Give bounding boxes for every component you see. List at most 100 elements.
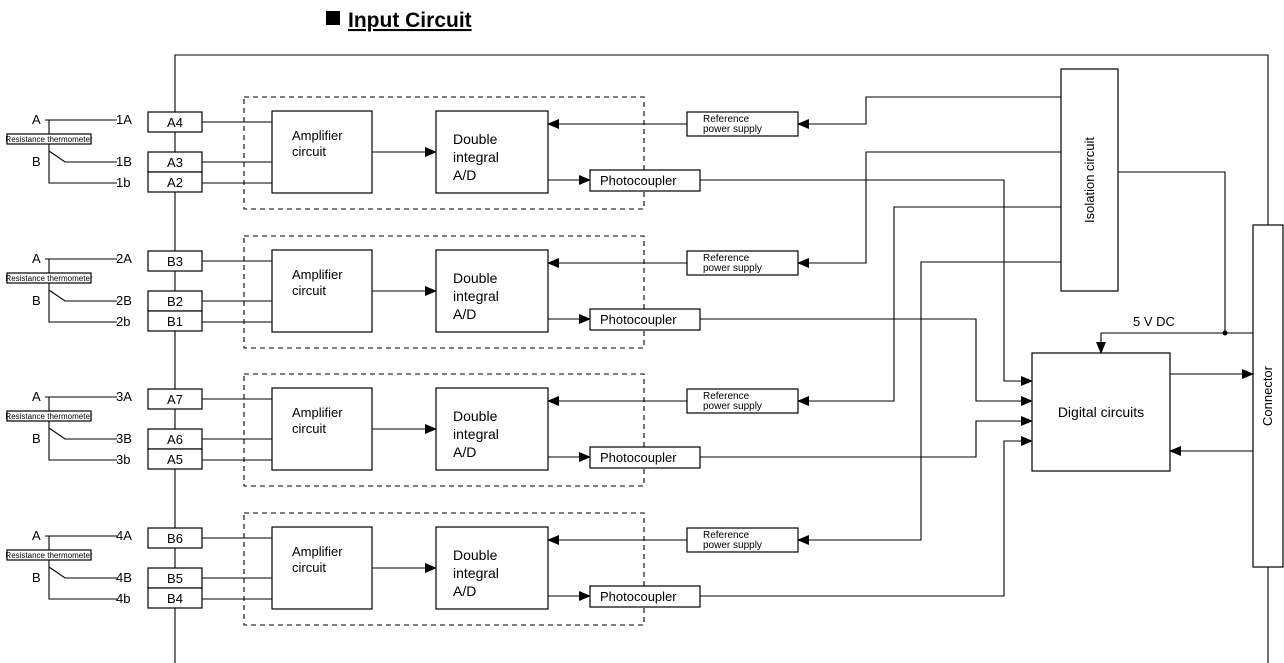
terminal-block-A2 [147, 171, 203, 193]
sensor-wire-bb-run [48, 566, 117, 579]
sensor-terminal-a-label: A [32, 389, 41, 404]
measurement-boundary [243, 512, 645, 626]
adc-label: integral [453, 149, 499, 165]
adc-block [435, 526, 549, 610]
adc-label: integral [453, 426, 499, 442]
adc-label: A/D [453, 167, 476, 183]
terminal-label-B6: B6 [167, 531, 183, 546]
page-title: Input Circuit [348, 9, 472, 32]
amplifier-label: Amplifier [292, 267, 343, 282]
isolation-circuit-block [1060, 68, 1119, 292]
photocoupler-to-digital-arrow [700, 179, 1033, 386]
sensor-terminal-a-label: A [32, 528, 41, 543]
adc-label: A/D [453, 306, 476, 322]
digital-circuits-block [1031, 352, 1171, 472]
terminal-label-B2: B2 [167, 294, 183, 309]
sensor-terminal-a-label: A [32, 251, 41, 266]
sensor-wire-b-run [48, 421, 117, 461]
amplifier-label: Amplifier [292, 405, 343, 420]
resistance-thermometer-label: Resistance thermometer [5, 135, 92, 144]
terminal-block-B4 [147, 587, 203, 609]
adc-label: integral [453, 565, 499, 581]
connector-block [1252, 224, 1284, 568]
reference-supply-label: power supply [703, 401, 762, 412]
measurement-boundary [243, 96, 645, 210]
sensor-terminal-b-label: B [32, 570, 41, 585]
adc-label: integral [453, 288, 499, 304]
sensor-wire-bb-run [48, 427, 117, 440]
amplifier-circuit-block [271, 249, 373, 333]
terminal-label-A2: A2 [167, 175, 183, 190]
amplifier-circuit-block [271, 110, 373, 194]
terminal-label-B4: B4 [167, 591, 183, 606]
title-square-icon [326, 11, 340, 25]
wire-label-2b: 2b [116, 314, 130, 329]
wire-label-1B: 1B [116, 154, 132, 169]
photocoupler-to-digital-arrow [700, 318, 1033, 406]
photocoupler-label: Photocoupler [600, 589, 677, 604]
measurement-boundary [243, 235, 645, 349]
amplifier-label: Amplifier [292, 544, 343, 559]
wire-label-4A: 4A [116, 528, 132, 543]
amplifier-label: circuit [292, 144, 326, 159]
terminal-label-A4: A4 [167, 115, 183, 130]
resistance-thermometer-label: Resistance thermometer [5, 551, 92, 560]
measurement-boundary [243, 373, 645, 487]
reference-supply-label: power supply [703, 124, 762, 135]
terminal-block-B1 [147, 310, 203, 332]
amplifier-circuit-block [271, 526, 373, 610]
sensor-wire-bb-run [48, 150, 117, 163]
amplifier-label: circuit [292, 283, 326, 298]
adc-label: A/D [453, 444, 476, 460]
sensor-terminal-a-label: A [32, 112, 41, 127]
reference-power-supply-block [686, 527, 799, 553]
adc-label: Double [453, 547, 498, 563]
resistance-thermometer-label: Resistance thermometer [5, 274, 92, 283]
sensor-wire-a [45, 535, 50, 550]
wire-label-2B: 2B [116, 293, 132, 308]
photocoupler-label: Photocoupler [600, 312, 677, 327]
sensor-terminal-b-label: B [32, 431, 41, 446]
junction-dot [1222, 330, 1228, 336]
terminal-label-B3: B3 [167, 254, 183, 269]
photocoupler-label: Photocoupler [600, 173, 677, 188]
wire-label-3A: 3A [116, 389, 132, 404]
reference-supply-label: power supply [703, 263, 762, 274]
reference-supply-label: Reference [703, 114, 750, 125]
reference-power-supply-block [686, 111, 799, 137]
wire-label-1A: 1A [116, 112, 132, 127]
adc-block [435, 110, 549, 194]
frame-lines [174, 54, 1269, 663]
photocoupler-to-digital-arrow [700, 436, 1033, 597]
wire-label-3B: 3B [116, 431, 132, 446]
sensor-terminal-b-label: B [32, 293, 41, 308]
photocoupler-to-digital-arrow [700, 416, 1033, 458]
amplifier-label: circuit [292, 560, 326, 575]
wire-label-3b: 3b [116, 452, 130, 467]
resistance-thermometer-label: Resistance thermometer [5, 412, 92, 421]
reference-power-supply-block [686, 388, 799, 414]
wire-label-2A: 2A [116, 251, 132, 266]
isolation-circuit-label: Isolation circuit [1082, 137, 1097, 223]
sensor-wire-b-run [48, 144, 117, 184]
sensor-wire-a [45, 258, 50, 273]
photocoupler-label: Photocoupler [600, 450, 677, 465]
wire-label-4B: 4B [116, 570, 132, 585]
sensor-terminal-b-label: B [32, 154, 41, 169]
isolation-to-reference-arrow [797, 151, 1061, 268]
isolation-to-reference-arrow [797, 96, 1061, 129]
connector-label: Connector [1260, 365, 1275, 426]
sensor-wire-a [45, 119, 50, 134]
terminal-label-A7: A7 [167, 392, 183, 407]
adc-label: Double [453, 131, 498, 147]
terminal-block-A5 [147, 448, 203, 470]
amplifier-label: circuit [292, 421, 326, 436]
amplifier-circuit-block [271, 387, 373, 471]
reference-supply-label: Reference [703, 391, 750, 402]
wire-label-4b: 4b [116, 591, 130, 606]
sensor-wire-a [45, 396, 50, 411]
terminal-label-A3: A3 [167, 155, 183, 170]
